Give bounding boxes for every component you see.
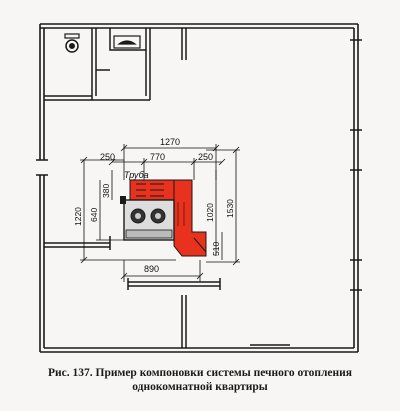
dim-left-outer: 1220 (73, 207, 83, 226)
label-pipe: Труба (124, 170, 149, 180)
dim-top-right: 250 (198, 152, 213, 162)
bathroom (44, 28, 151, 101)
dim-top-left: 250 (100, 152, 115, 162)
heating-pipe (193, 237, 207, 253)
caption-line-2: однокомнатной квартиры (132, 381, 268, 393)
partitions (44, 28, 290, 348)
caption-line-1: Рис. 137. Пример компоновки системы печн… (48, 367, 352, 379)
dim-right-bottom: 510 (211, 242, 221, 256)
dim-left-top: 380 (101, 184, 111, 198)
dim-right-outer: 1530 (225, 199, 235, 218)
figure-caption: Рис. 137. Пример компоновки системы печн… (0, 366, 400, 394)
dim-bottom: 890 (144, 264, 159, 274)
dimension-lines (80, 144, 240, 282)
dim-top-mid: 770 (150, 152, 165, 162)
dim-top-total: 1270 (160, 137, 180, 147)
sink-icon (113, 35, 141, 49)
outer-walls (36, 23, 362, 353)
dim-left-mid: 640 (89, 208, 99, 222)
floor-plan: 1270 250 770 250 Труба 890 1220 640 380 … (36, 23, 362, 353)
hob (120, 196, 175, 241)
toilet-icon (64, 33, 80, 53)
dim-right-inner: 1020 (205, 203, 215, 222)
